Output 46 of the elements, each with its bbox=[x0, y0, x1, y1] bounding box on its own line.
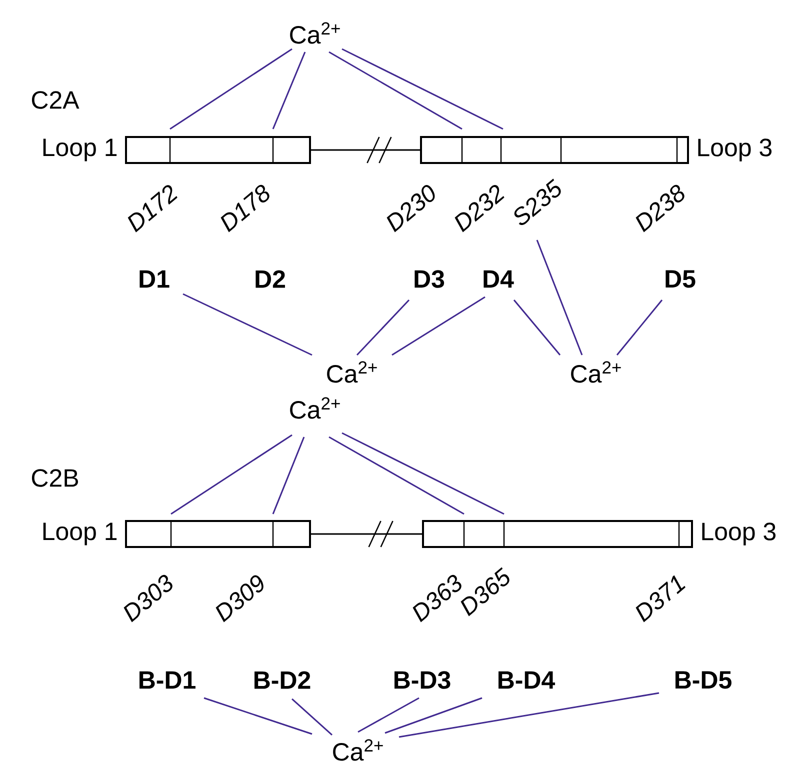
binding-line bbox=[392, 296, 486, 356]
loop-bar bbox=[125, 520, 311, 548]
binding-line bbox=[204, 697, 312, 735]
domain-label: D3 bbox=[414, 270, 444, 288]
loop-label: Loop 1 bbox=[43, 138, 117, 162]
binding-line bbox=[513, 300, 561, 356]
binding-line bbox=[342, 48, 504, 130]
loop-bar bbox=[420, 136, 689, 164]
binding-line bbox=[358, 697, 420, 733]
binding-line bbox=[536, 240, 583, 356]
ion-label: Ca$^{2+}$ bbox=[290, 22, 340, 44]
linker-line bbox=[311, 149, 420, 151]
loop-label: Loop 1 bbox=[43, 522, 117, 546]
domain-name: C2B bbox=[32, 469, 78, 487]
domain-label: B-D5 bbox=[676, 671, 732, 689]
domain-label: D5 bbox=[666, 270, 696, 288]
binding-line bbox=[170, 434, 292, 515]
binding-line bbox=[272, 436, 305, 514]
domain-label: B-D3 bbox=[394, 671, 450, 689]
domain-label: B-D2 bbox=[254, 671, 310, 689]
binding-line bbox=[170, 48, 292, 130]
binding-line bbox=[356, 299, 410, 356]
ion-label: Ca$^{2+}$ bbox=[290, 397, 340, 419]
domain-label: D4 bbox=[484, 270, 514, 288]
binding-line bbox=[398, 692, 660, 738]
binding-line bbox=[272, 52, 306, 130]
loop-bar bbox=[125, 136, 311, 164]
ion-label: Ca$^{2+}$ bbox=[327, 361, 377, 383]
domain-label: B-D4 bbox=[498, 671, 556, 689]
ion-label: Ca$^{2+}$ bbox=[333, 739, 383, 761]
binding-line bbox=[182, 293, 312, 356]
ion-label: Ca$^{2+}$ bbox=[571, 361, 621, 383]
loop-label: Loop 3 bbox=[702, 522, 776, 546]
loop-bar bbox=[422, 520, 693, 548]
domain-label: D2 bbox=[256, 270, 285, 288]
domain-label: D1 bbox=[140, 270, 170, 288]
binding-line bbox=[616, 300, 663, 356]
binding-line bbox=[342, 432, 504, 515]
binding-line bbox=[328, 51, 462, 130]
domain-name: C2A bbox=[32, 91, 80, 109]
binding-line bbox=[328, 436, 464, 515]
binding-line bbox=[384, 697, 482, 734]
linker-line bbox=[311, 533, 422, 535]
binding-line bbox=[292, 698, 332, 736]
domain-label: B-D1 bbox=[140, 671, 196, 689]
loop-label: Loop 3 bbox=[698, 138, 772, 162]
